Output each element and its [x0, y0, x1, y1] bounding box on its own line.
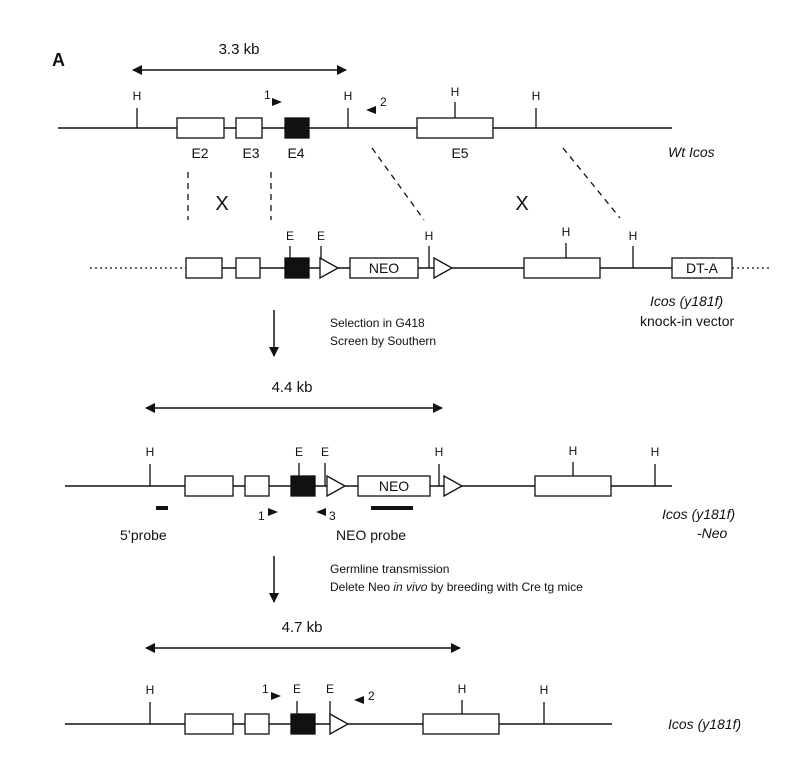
crossover-lines: [187, 147, 621, 221]
exon-e4-label: E4: [287, 145, 304, 161]
loxp-triangle: [319, 256, 340, 280]
site-e: E: [286, 229, 294, 243]
size-label-4-4kb: 4.4 kb: [272, 379, 313, 396]
size-label-3-3kb: 3.3 kb: [219, 41, 260, 58]
exon-e3: [244, 713, 270, 735]
exon-e2: [176, 117, 225, 139]
primer-1-arrowhead: [268, 508, 278, 516]
site-h: H: [532, 89, 541, 103]
site-e: E: [293, 682, 301, 696]
exon-e4: [284, 117, 310, 139]
site-e: E: [295, 445, 303, 459]
neo-cassette: [349, 257, 419, 279]
wt-allele: 3.3 kb H H H H E2 E3 E4 E5 1 2 Wt Icos: [58, 41, 715, 161]
probe-neo-label: NEO probe: [336, 527, 406, 543]
primer-1-label: 1: [258, 509, 265, 523]
exon-e5: [422, 713, 500, 735]
step2-line2: Delete Neo in vivo by breeding with Cre …: [330, 580, 583, 594]
loxp-triangle: [433, 256, 454, 280]
size-label-4-7kb: 4.7 kb: [282, 619, 323, 636]
site-e: E: [326, 682, 334, 696]
panel-label: A: [52, 50, 65, 70]
vector-name: Icos (y181f): [650, 293, 723, 309]
step1-line1: Selection in G418: [330, 316, 425, 330]
vector-name-sub: knock-in vector: [640, 313, 734, 329]
exon-e5: [534, 475, 612, 497]
primer-3-arrowhead: [316, 508, 326, 516]
exon-e3: [235, 257, 261, 279]
exon-e5-label: E5: [451, 145, 468, 161]
exon-e5: [523, 257, 601, 279]
exon-e2: [185, 257, 223, 279]
site-e: E: [321, 445, 329, 459]
site-h: H: [651, 445, 660, 459]
neo-cassette: [357, 475, 431, 497]
exon-e4-mutant: [290, 475, 316, 497]
site-h: H: [435, 445, 444, 459]
exon-e2: [184, 475, 234, 497]
knockin-vector: E E NEO H H H DT-A Icos (y181f) knock-in…: [90, 225, 770, 329]
exon-e2-label: E2: [191, 145, 208, 161]
site-h: H: [146, 445, 155, 459]
probe-5prime-bar: [156, 506, 168, 510]
site-h: H: [146, 683, 155, 697]
probe-neo-bar: [371, 506, 413, 510]
neo-label: NEO: [369, 260, 399, 276]
wt-icos-label: Wt Icos: [668, 144, 715, 160]
site-h: H: [451, 85, 460, 99]
primer-1-arrowhead: [271, 692, 281, 700]
primer-1-label: 1: [264, 88, 271, 102]
dta-cassette: [671, 257, 733, 279]
site-h: H: [458, 682, 467, 696]
loxp-triangle: [443, 474, 464, 498]
recombined-name: Icos (y181f): [662, 506, 735, 522]
primer-1-label: 1: [262, 682, 269, 696]
primer-2-label: 2: [368, 689, 375, 703]
site-h: H: [629, 229, 638, 243]
loxp-triangle: [326, 474, 347, 498]
probe-5prime-label: 5’probe: [120, 527, 167, 543]
recombined-neo-allele: 4.4 kb H E E NEO H H H 1 3 5’probe NEO p…: [65, 379, 735, 543]
final-allele: 4.7 kb H E E H H 1 2 Icos (y181f): [65, 619, 741, 736]
crossover-x-right: X: [515, 193, 528, 215]
recombined-name-sub: -Neo: [697, 525, 728, 541]
exon-e3-label: E3: [242, 145, 259, 161]
site-h: H: [133, 89, 142, 103]
neo-label: NEO: [379, 478, 409, 494]
step2-line1: Germline transmission: [330, 562, 449, 576]
exon-e5: [416, 117, 494, 139]
site-h: H: [562, 225, 571, 239]
exon-e2: [184, 713, 234, 735]
primer-2-arrowhead: [366, 106, 376, 114]
site-e: E: [317, 229, 325, 243]
primer-2-arrowhead: [354, 696, 364, 704]
crossover-x-left: X: [215, 193, 228, 215]
exon-e3: [244, 475, 270, 497]
exon-e4-mutant: [290, 713, 316, 735]
dta-label: DT-A: [686, 260, 719, 276]
site-h: H: [569, 444, 578, 458]
exon-e3: [235, 117, 263, 139]
primer-1-arrowhead: [272, 98, 282, 106]
site-h: H: [344, 89, 353, 103]
primer-2-label: 2: [380, 95, 387, 109]
site-h: H: [540, 683, 549, 697]
exon-e4-mutant: [284, 257, 310, 279]
site-h: H: [425, 229, 434, 243]
final-name: Icos (y181f): [668, 716, 741, 732]
step1-line2: Screen by Southern: [330, 334, 436, 348]
loxp-triangle: [329, 712, 350, 736]
primer-3-label: 3: [329, 509, 336, 523]
